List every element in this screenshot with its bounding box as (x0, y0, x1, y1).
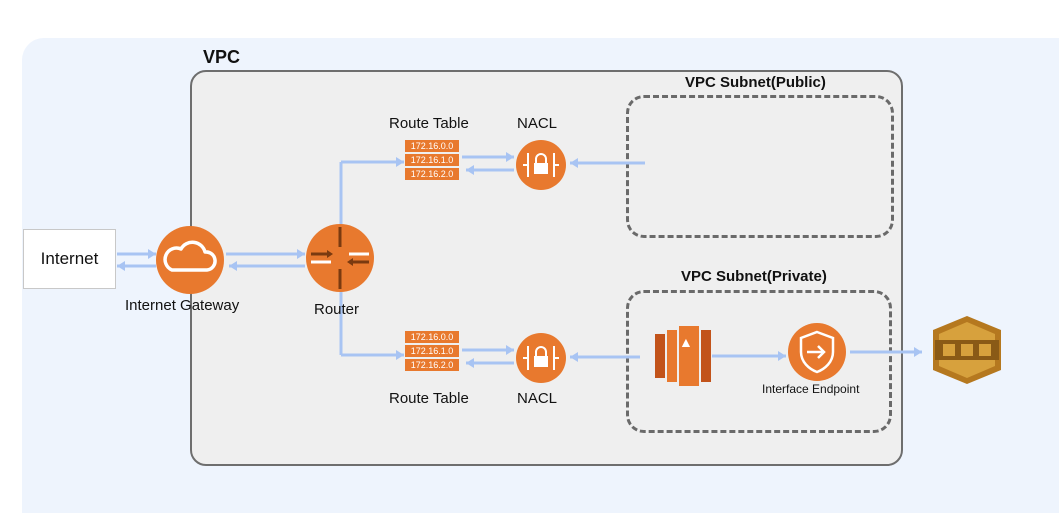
public-subnet-box (626, 95, 894, 238)
sqs-icon (933, 316, 1001, 384)
internet-box: Internet (23, 229, 116, 289)
route-table-top-label: Route Table (389, 115, 469, 132)
route-table-top: 172.16.0.0 172.16.1.0 172.16.2.0 (405, 140, 459, 182)
cursor-icon: ▲ (679, 334, 693, 350)
public-subnet-label: VPC Subnet(Public) (683, 74, 828, 91)
route-entry: 172.16.2.0 (405, 359, 459, 371)
router-label: Router (314, 301, 360, 318)
interface-endpoint-icon (788, 323, 846, 381)
route-entry: 172.16.2.0 (405, 168, 459, 180)
internet-gateway-label: Internet Gateway (125, 297, 240, 314)
route-table-bottom: 172.16.0.0 172.16.1.0 172.16.2.0 (405, 331, 459, 373)
router-icon (306, 224, 374, 292)
route-entry: 172.16.0.0 (405, 331, 459, 343)
internet-gateway-icon (156, 226, 224, 294)
ec2-icon (655, 326, 711, 386)
route-table-bottom-label: Route Table (389, 390, 469, 407)
private-subnet-label: VPC Subnet(Private) (679, 268, 829, 285)
internet-label: Internet (40, 249, 99, 268)
nacl-top-label: NACL (517, 115, 558, 132)
vpc-label: VPC (203, 47, 241, 67)
nacl-bottom-label: NACL (517, 390, 558, 407)
route-entry: 172.16.1.0 (405, 345, 459, 357)
nacl-icon (516, 333, 566, 383)
nacl-icon (516, 140, 566, 190)
private-subnet-box (626, 290, 892, 433)
route-entry: 172.16.0.0 (405, 140, 459, 152)
route-entry: 172.16.1.0 (405, 154, 459, 166)
interface-endpoint-label: Interface Endpoint (762, 382, 860, 396)
